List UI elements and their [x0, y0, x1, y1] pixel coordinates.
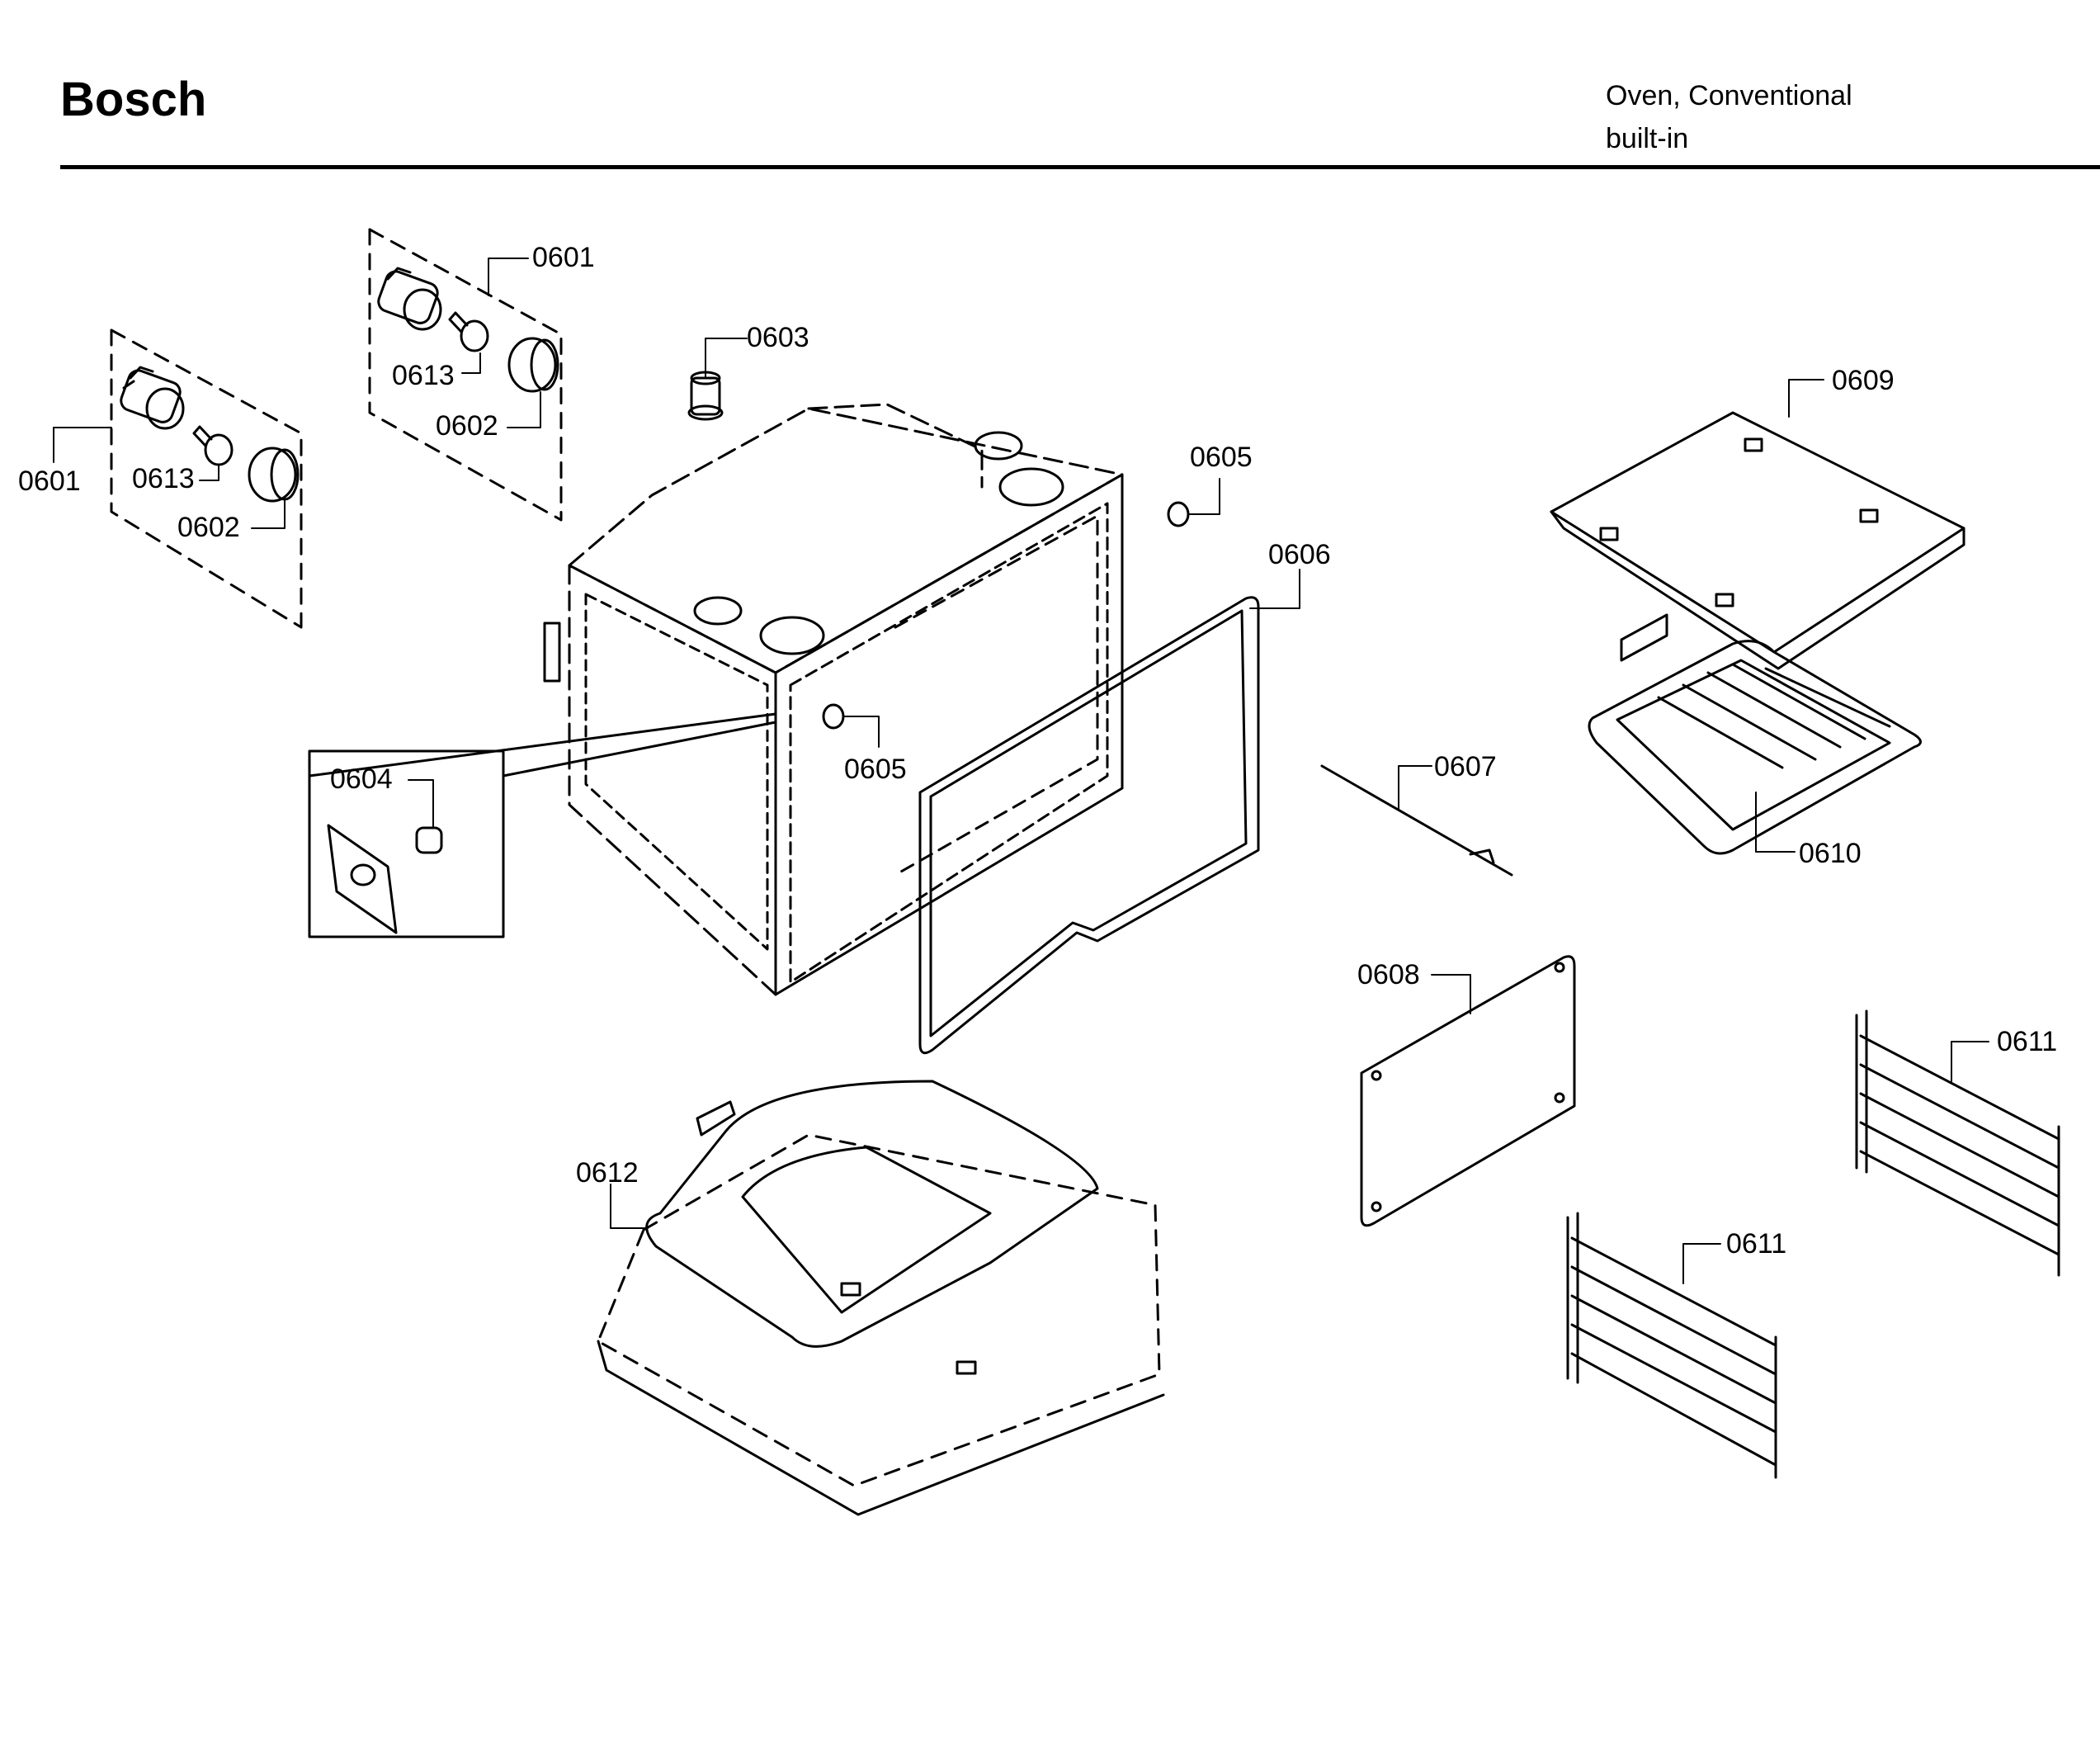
top-element-0610 [1588, 613, 1922, 855]
callout-0603: 0603 [747, 322, 809, 353]
callout-0607: 0607 [1434, 751, 1497, 782]
leader-0604 [408, 779, 434, 829]
oven-cavity [543, 403, 1124, 996]
callout-0602-b: 0602 [436, 410, 498, 442]
inset-frame [308, 712, 777, 938]
leader-0611-a [1951, 1041, 1989, 1082]
callout-0609: 0609 [1832, 365, 1895, 396]
leader-0611-b [1682, 1243, 1721, 1284]
door-gasket-0606 [918, 569, 1300, 1055]
callout-0601-b: 0601 [532, 242, 595, 273]
leader-0606 [1249, 569, 1300, 609]
leader-0603 [705, 338, 748, 379]
leader-0605-b [842, 716, 880, 748]
lamp-lens-left [248, 447, 300, 503]
leader-0605-a [1187, 478, 1220, 515]
cavity-top [568, 407, 1124, 674]
plug-0605-front [822, 703, 880, 748]
header-rule [60, 165, 2100, 169]
top-fitting-0603 [687, 338, 748, 421]
lamp-kit-upper [368, 228, 563, 522]
callout-0608: 0608 [1357, 959, 1420, 990]
callout-0613-b: 0613 [392, 360, 455, 391]
inset-bracket [327, 824, 398, 934]
leader-0601-b [488, 258, 529, 296]
leader-0607 [1398, 765, 1432, 810]
leader-0613-b [461, 352, 481, 374]
top-opening-2 [998, 467, 1064, 507]
callout-0611-b: 0611 [1726, 1228, 1786, 1260]
callout-0613-a: 0613 [132, 463, 195, 494]
cavity-rear-line [807, 403, 984, 489]
side-rack-0611-right [1855, 1009, 2060, 1277]
lamp-socket-upper [377, 267, 442, 331]
lamp-kit-left [53, 328, 303, 629]
brand-name: Bosch [60, 73, 207, 126]
leader-0601-a [53, 427, 112, 463]
lamp-kit-left-boundary [110, 328, 303, 629]
top-opening-1 [759, 616, 825, 655]
plug-0605-right [1167, 478, 1220, 527]
cavity-front-frame [774, 473, 1124, 996]
callout-0606: 0606 [1268, 539, 1331, 570]
lamp-bulb-upper [448, 311, 489, 352]
panel-0608 [1360, 955, 1576, 1227]
top-opening-4 [974, 431, 1023, 461]
leader-0602-b [507, 391, 541, 428]
lamp-socket-left [120, 366, 185, 430]
inset-0604 [308, 712, 777, 938]
bake-element-0612 [597, 1080, 1165, 1516]
callout-0605-a: 0605 [1190, 442, 1253, 473]
leader-0608 [1431, 974, 1471, 1014]
callout-0610: 0610 [1799, 838, 1862, 869]
top-opening-3 [693, 596, 743, 626]
callout-0602-a: 0602 [177, 512, 240, 543]
callout-0601-a: 0601 [18, 466, 81, 497]
callout-0612: 0612 [576, 1157, 639, 1189]
lamp-bulb-left [192, 425, 234, 466]
probe-0607 [1320, 764, 1513, 877]
cavity-front-inner [789, 502, 1109, 984]
lamp-lens-upper [507, 337, 559, 393]
product-description: Oven, Conventional built-in [1606, 74, 1852, 160]
leader-0609 [1788, 379, 1824, 418]
leader-0610 [1755, 792, 1796, 853]
callout-0605-b: 0605 [844, 754, 907, 785]
leader-0613-a [199, 464, 219, 481]
product-type: Oven, Conventional [1606, 80, 1852, 111]
product-subtype: built-in [1606, 123, 1689, 154]
lamp-kit-upper-boundary [368, 228, 563, 522]
leader-0602-a [251, 500, 286, 529]
leader-0612 [610, 1184, 649, 1229]
callout-0604: 0604 [330, 763, 393, 795]
side-rack-0611-lower [1566, 1212, 1777, 1479]
page-header: Bosch Oven, Conventional built-in [0, 0, 2100, 177]
top-cover-0609 [1550, 379, 1966, 670]
callout-0611-a: 0611 [1997, 1026, 2057, 1057]
cavity-left-side [568, 564, 777, 996]
